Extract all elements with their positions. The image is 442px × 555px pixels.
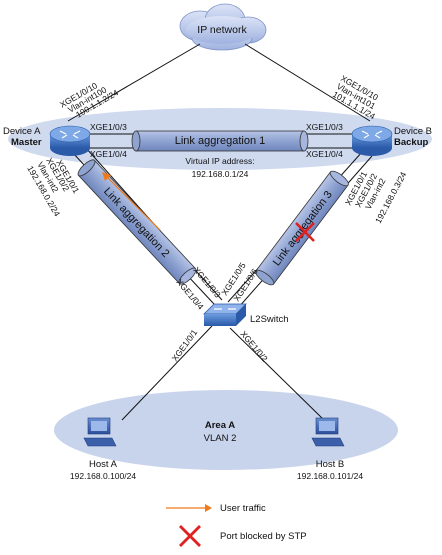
device-b-name: Device B <box>394 126 432 137</box>
legend-traffic-label: User traffic <box>220 503 266 514</box>
device-a-port-ld1: XGE1/0/3 <box>90 122 127 132</box>
access-link-host-a <box>121 325 213 421</box>
access-link-host-b <box>229 327 325 421</box>
legend: User traffic Port blocked by STP <box>166 503 307 547</box>
host-a-name: Host A <box>89 459 118 470</box>
legend-traffic-arrow-icon <box>166 504 212 512</box>
device-b-port-ld2: XGE1/0/4 <box>306 149 343 159</box>
device-a-role: Master <box>11 137 42 148</box>
device-b-switch-icon[interactable] <box>351 125 393 156</box>
link-aggregation-1: Link aggregation 1 <box>84 130 358 152</box>
area-vlan: VLAN 2 <box>204 433 237 444</box>
host-b-computer-icon[interactable] <box>311 417 345 447</box>
device-b-port-ld1: XGE1/0/3 <box>306 122 343 132</box>
host-b-ip: 192.168.0.101/24 <box>297 471 363 481</box>
l2switch-port-1: XGE1/0/1 <box>170 327 200 363</box>
device-a-port-ld2: XGE1/0/4 <box>90 149 127 159</box>
ip-network-cloud: IP network <box>179 3 267 51</box>
stp-blocked-icon <box>295 222 315 242</box>
virtual-ip-value: 192.168.0.1/24 <box>192 169 249 179</box>
uplink-b <box>244 43 371 122</box>
l2switch-icon[interactable] <box>203 303 247 326</box>
uplink-a <box>67 43 201 122</box>
legend-blocked-x-icon <box>179 525 201 547</box>
area-name: Area A <box>205 420 235 431</box>
cloud-label: IP network <box>197 24 247 36</box>
l2switch-port-2: XGE1/0/2 <box>238 329 270 364</box>
device-b-role: Backup <box>394 137 429 148</box>
virtual-ip-caption: Virtual IP address: <box>185 156 254 166</box>
device-a-name: Device A <box>3 126 41 137</box>
link-aggregation-1-label: Link aggregation 1 <box>175 135 266 147</box>
link-aggregation-2-label: Link aggregation 2 <box>101 185 172 259</box>
legend-blocked-label: Port blocked by STP <box>220 531 307 542</box>
host-a-computer-icon[interactable] <box>83 417 117 447</box>
l2switch-name: L2Switch <box>250 314 289 325</box>
user-traffic-arrow <box>102 172 161 231</box>
area-a-ellipse <box>54 390 398 470</box>
host-a-ip: 192.168.0.100/24 <box>70 471 136 481</box>
device-a-switch-icon[interactable] <box>49 125 91 156</box>
host-b-name: Host B <box>316 459 345 470</box>
